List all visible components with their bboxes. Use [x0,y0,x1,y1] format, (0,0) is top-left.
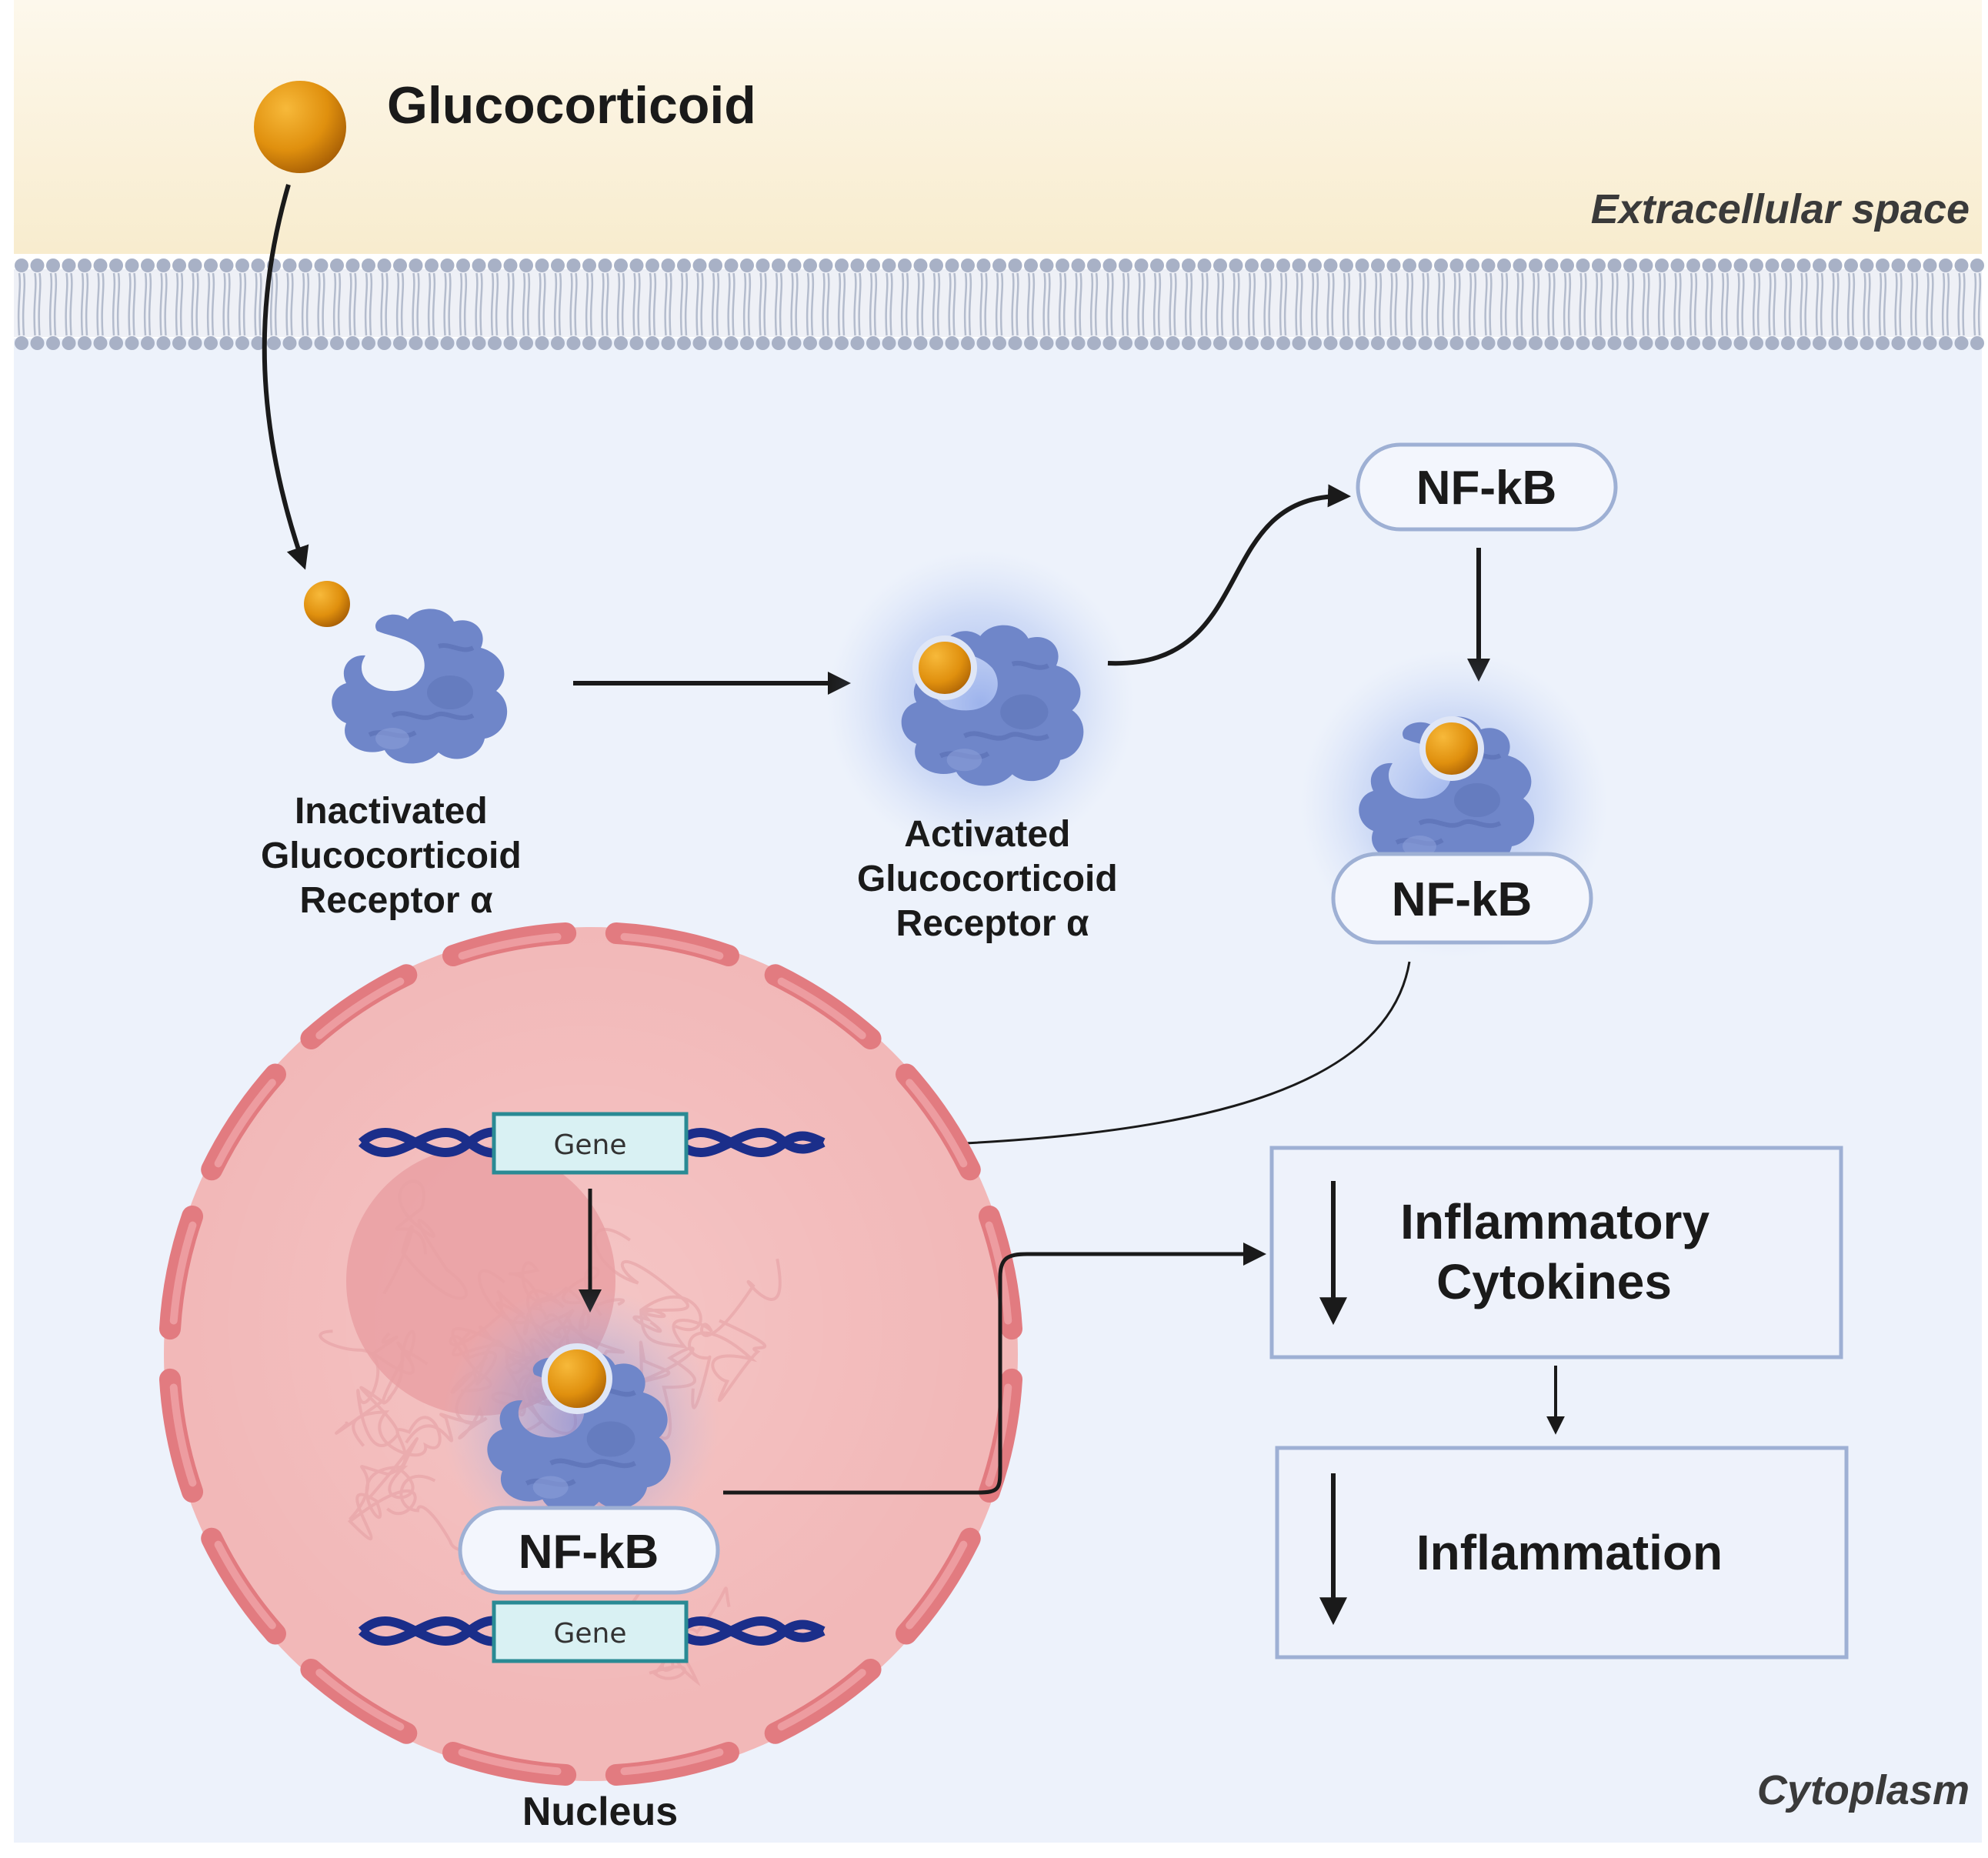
inflammation-box [1275,1446,1849,1660]
inflammatory-cytokines-box [1269,1146,1843,1359]
free-glucocorticoid-icon [304,581,350,627]
extracellular-space-label: Extracellular space [1591,186,1970,232]
nuclear-glucocorticoid-icon [542,1343,612,1414]
ligand-entry-arrow [262,184,309,570]
glucocorticoid-label: Glucocorticoid [387,76,756,135]
repression-output-arrow [723,1243,1266,1495]
gene-box-top [492,1112,689,1175]
nfkb-nuclear-pill [458,1506,720,1595]
inflammation-label: Inflammation [1416,1525,1723,1580]
complex-glucocorticoid-icon [1419,716,1484,781]
cell-membrane [14,259,1984,350]
inflammatory-cytokines-label: Inflammatory Cytokines [1400,1194,1723,1309]
glucocorticoid-molecule-icon [254,81,346,173]
nfkb-nuclear-label: NF-kB [519,1526,659,1579]
activated-receptor-glow [827,550,1135,858]
nfkb-complex-label: NF-kB [1392,873,1533,926]
gene-label-bottom: Gene [553,1618,626,1650]
activated-receptor-label: Activated Glucocorticoid Receptor α [857,814,1128,944]
receptor-to-nfkb-arrow [1107,484,1351,666]
bound-glucocorticoid-icon [912,635,977,700]
nuclear-translocation-arrow [889,961,1411,1153]
cytoplasm-label: Cytoplasm [1757,1767,1970,1813]
nfkb-free-label: NF-kB [1416,462,1557,515]
gene-box-bottom [492,1600,689,1663]
inactivated-receptor-label: Inactivated Glucocorticoid Receptor α [261,791,532,921]
gene-label-top: Gene [553,1129,626,1161]
nfkb-free-pill [1356,442,1618,532]
nfkb-complex-pill [1331,852,1593,945]
nucleus-label: Nucleus [522,1790,678,1834]
